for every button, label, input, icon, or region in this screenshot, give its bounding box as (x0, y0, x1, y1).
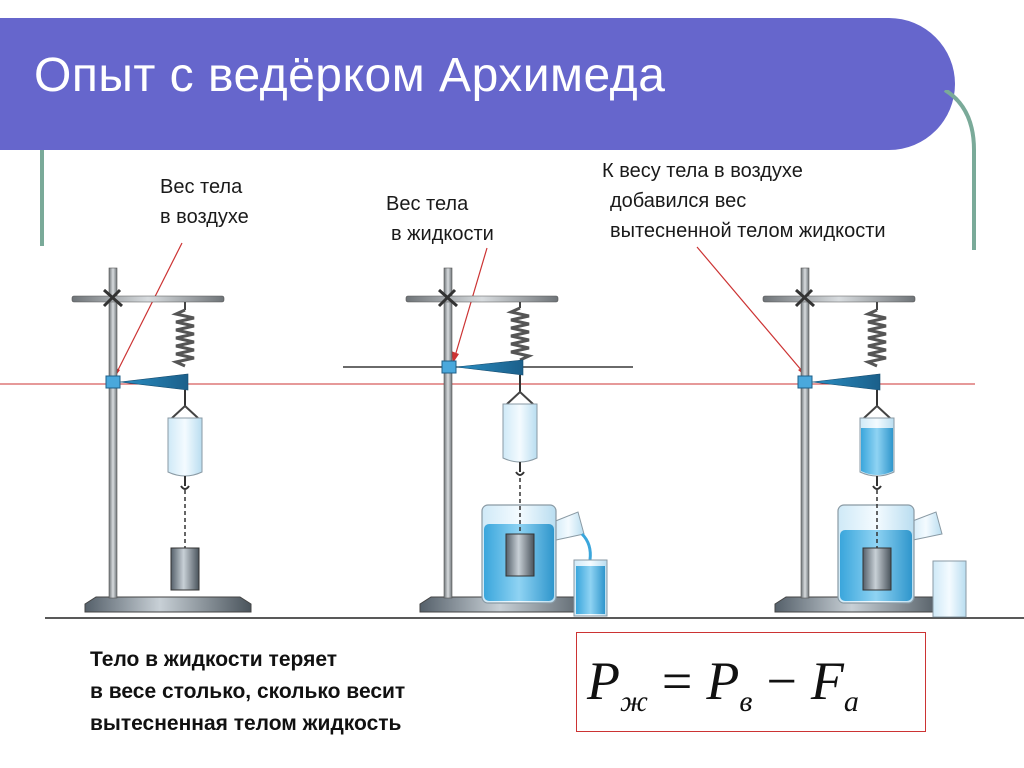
clamp (794, 288, 815, 308)
stand-air (71, 267, 252, 613)
spring (171, 308, 195, 368)
title-underline (0, 151, 905, 154)
vessel-spout (909, 511, 943, 541)
formula-minus: − (766, 651, 797, 711)
pointer (811, 373, 881, 391)
bucket (502, 403, 538, 463)
formula-sub-a: а (843, 685, 859, 718)
formula-p: P (587, 651, 620, 711)
stand-base (84, 596, 252, 613)
label-added-line-3: вытесненной телом жидкости (610, 220, 886, 242)
formula-sub-zh: ж (620, 685, 648, 718)
stand-rod (108, 267, 118, 599)
decorative-arc (943, 90, 976, 250)
crossbar (405, 295, 559, 303)
decorative-rule (40, 150, 44, 246)
crossbar (71, 295, 225, 303)
label-added-line-1: К весу тела в воздухе (602, 160, 803, 182)
pointer (455, 359, 524, 376)
weight (170, 547, 200, 591)
scale-mark (105, 375, 121, 389)
arrow-liquid (452, 247, 488, 364)
clamp (437, 288, 458, 308)
weight (505, 533, 535, 577)
beaker-water (576, 566, 605, 614)
arrow-added (696, 246, 809, 379)
formula-p-air: P (706, 651, 740, 711)
label-air-line-2: в воздухе (160, 206, 249, 228)
arrow-liquid-head (451, 351, 459, 363)
caption-line-1: Тело в жидкости теряет (90, 648, 338, 671)
caption-line-2: в весе столько, сколько весит (90, 680, 406, 703)
label-liquid-line-1: Вес тела (386, 193, 469, 215)
label-liquid-line-2: в жидкости (391, 223, 494, 245)
stand-rod (800, 267, 810, 599)
stand-liquid (405, 267, 608, 617)
crossbar (762, 295, 916, 303)
page-title: Опыт с ведёрком Архимеда (34, 49, 666, 102)
formula: Pж=Pв−Fа (587, 651, 859, 720)
label-air: Вес тела в воздухе (160, 172, 249, 232)
spring (506, 306, 534, 362)
stand-rod (443, 267, 453, 599)
label-added-line-2: добавился вес (610, 190, 747, 212)
bucket (167, 417, 203, 477)
scale-mark (797, 375, 813, 389)
bucket-water (861, 428, 893, 475)
vessel-spout (552, 511, 585, 541)
label-air-line-1: Вес тела (160, 176, 243, 198)
beaker (932, 560, 967, 618)
arrow-air (113, 242, 183, 379)
weight (862, 547, 892, 591)
formula-sub-v: в (739, 685, 753, 718)
label-added: К весу тела в воздухе добавился вес выте… (602, 156, 886, 246)
pointer (119, 373, 189, 391)
title-bar (0, 18, 955, 154)
caption: Тело в жидкости теряет в весе столько, с… (90, 644, 405, 740)
formula-equals: = (661, 651, 693, 711)
label-liquid: Вес тела в жидкости (386, 189, 494, 249)
water-stream (580, 532, 592, 561)
caption-line-3: вытесненная телом жидкость (90, 712, 402, 735)
spring (863, 308, 887, 368)
formula-f: F (810, 651, 844, 711)
clamp (102, 288, 123, 308)
formula-box: Pж=Pв−Fа (576, 632, 926, 732)
stand-filled (762, 267, 967, 618)
scale-mark (441, 360, 457, 374)
